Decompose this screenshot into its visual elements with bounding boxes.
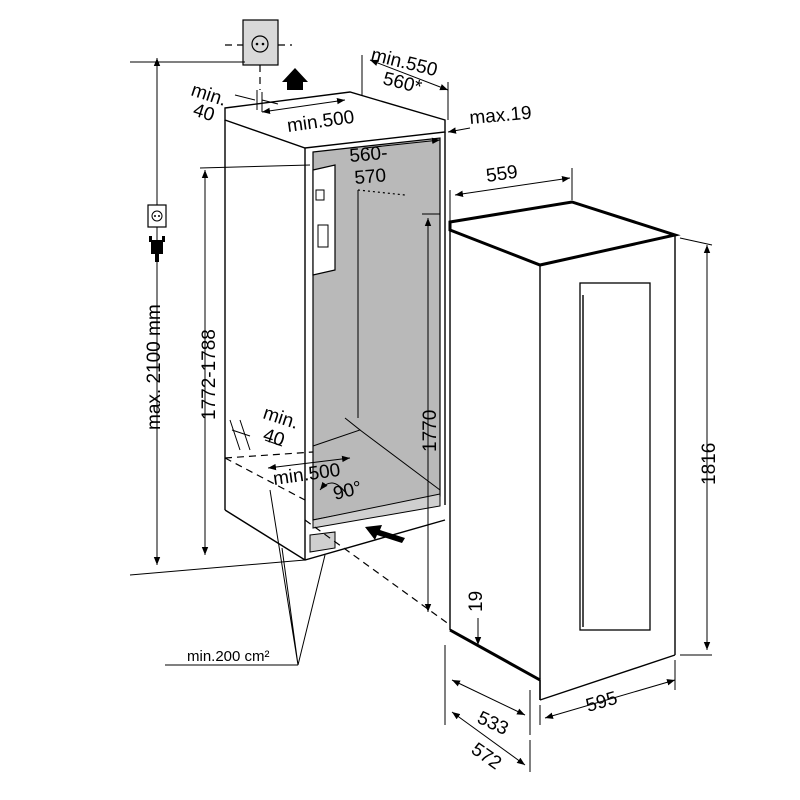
label-572: 572 xyxy=(467,739,505,774)
niche-cabinet xyxy=(129,19,451,626)
label-1772-1788: 1772-1788 xyxy=(199,329,220,420)
label-560-570-b: 570 xyxy=(354,165,387,189)
plug-icon xyxy=(149,236,165,262)
hinge-bracket xyxy=(312,164,336,276)
label-max2100: max. 2100 mm xyxy=(144,304,165,430)
label-560-570-a: 560- xyxy=(349,143,389,167)
dimension-lines xyxy=(130,55,713,772)
socket-icon xyxy=(147,204,167,228)
label-19: 19 xyxy=(466,591,487,612)
label-1816: 1816 xyxy=(699,443,720,485)
label-min200: min.200 cm² xyxy=(187,648,270,665)
label-1770: 1770 xyxy=(420,410,441,452)
label-533: 533 xyxy=(474,707,512,739)
appliance-unit xyxy=(448,200,681,701)
door-window xyxy=(579,282,651,631)
plinth-grille xyxy=(309,531,336,553)
wall-socket-icon xyxy=(242,19,279,66)
label-min500-top: min.500 xyxy=(286,107,356,137)
label-595: 595 xyxy=(584,688,620,717)
label-559: 559 xyxy=(485,162,519,187)
label-max19: max.19 xyxy=(469,103,533,129)
ventilation-arrow-icon xyxy=(365,525,405,543)
air-flow-arrow-icon xyxy=(282,68,308,90)
